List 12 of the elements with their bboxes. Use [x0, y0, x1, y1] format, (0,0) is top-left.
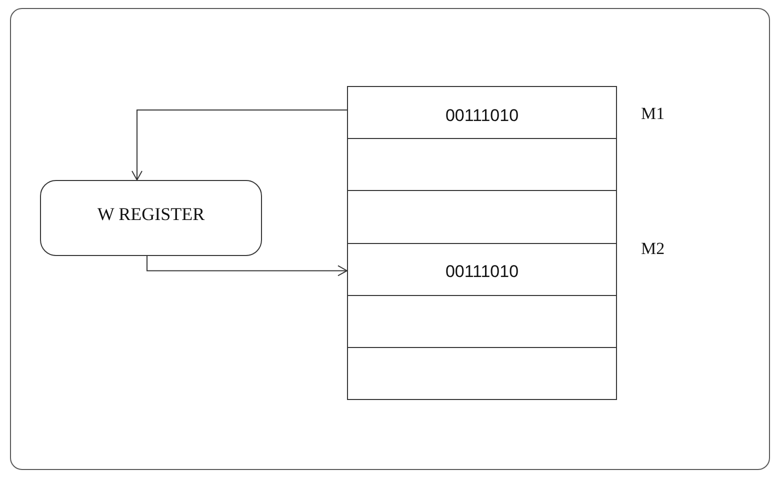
- address-label: M1: [641, 103, 665, 125]
- arrow: [132, 110, 348, 180]
- address-label: M2: [641, 238, 665, 260]
- memory-cell: [347, 294, 617, 348]
- memory-value: 00111010: [445, 261, 519, 284]
- memory-cell: [347, 138, 617, 192]
- memory-cell: [347, 347, 617, 400]
- register-box: [40, 180, 262, 256]
- arrow: [146, 256, 348, 276]
- memory-value: 00111010: [445, 104, 519, 127]
- memory-cell: [347, 190, 617, 244]
- register-label: W REGISTER: [97, 202, 205, 226]
